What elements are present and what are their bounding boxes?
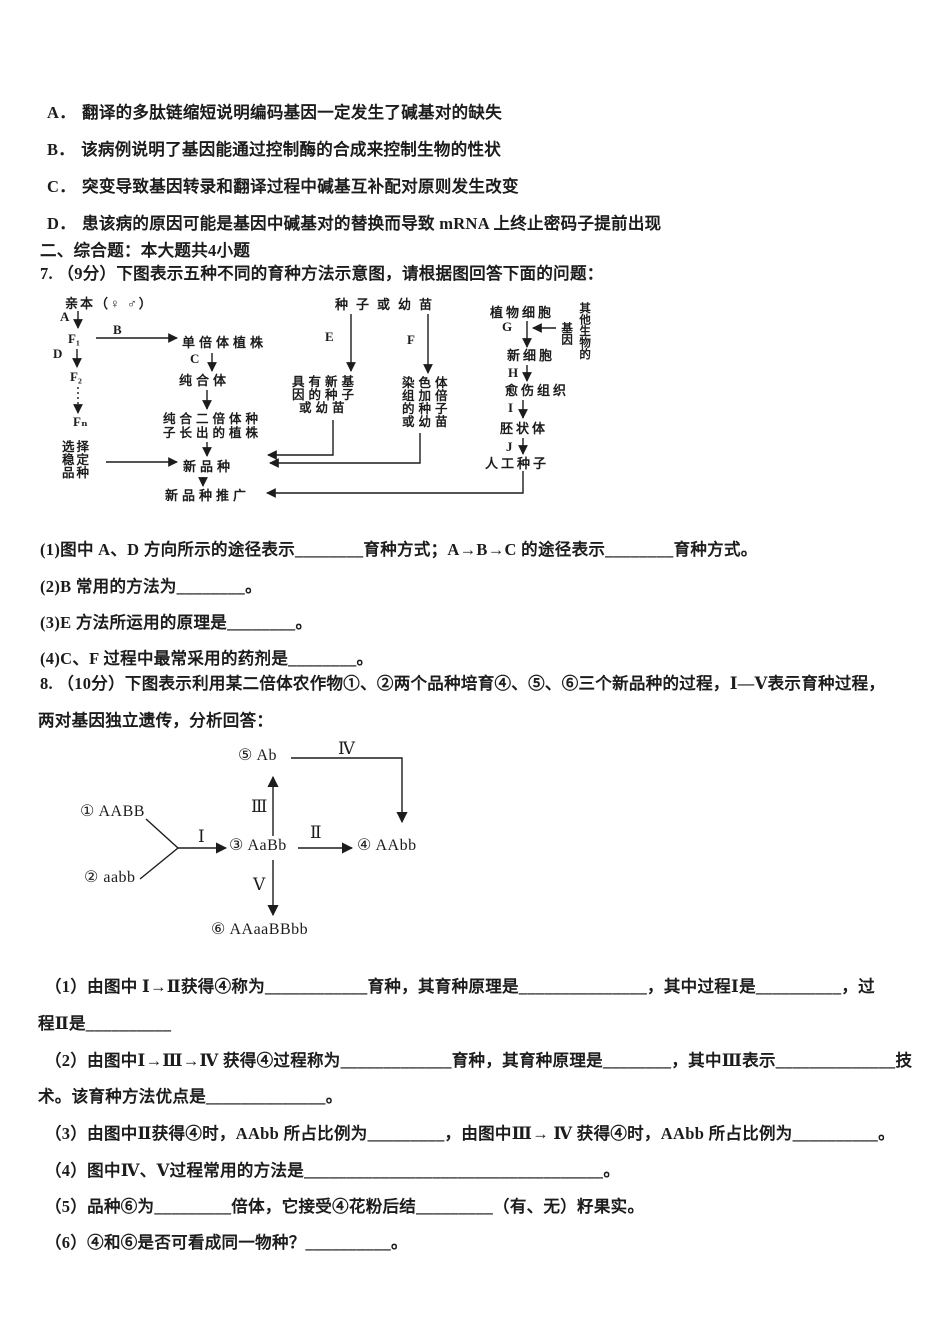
node-doubled-line4: 或幼苗 [402, 415, 452, 429]
option-d-label: D． [47, 214, 77, 233]
node-gene: 基因 [560, 322, 573, 345]
q8-line-3: （2）由图中Ⅰ→Ⅲ→Ⅳ 获得④过程称为_____________育种，其育种原理… [45, 1051, 913, 1070]
q7-blank-4: (4)C、F 过程中最常采用的药剂是________。 [40, 649, 374, 668]
q8-line-6: （4）图中Ⅳ、Ⅴ过程常用的方法是________________________… [45, 1161, 621, 1180]
q8-diagram-arrows [139, 757, 408, 917]
node-artificial-seed: 人工种子 [485, 456, 550, 471]
node-new-gene-line2: 因的种子 [292, 388, 359, 402]
q8-line-5: （3）由图中Ⅱ获得④时，AAbb 所占比例为_________，由图中Ⅲ→ Ⅳ … [45, 1124, 895, 1143]
node-select-line3: 品种 [62, 466, 92, 480]
node-promotion: 新品种推广 [165, 488, 251, 503]
node-new-gene-line3: 或幼苗 [299, 401, 349, 415]
q8-breeding-diagram: ⑤ Ab Ⅳ ① AABB ② aabb Ⅰ ③ AaBb Ⅱ ④ AAbb Ⅲ… [60, 740, 480, 950]
path-label-e: E [325, 329, 334, 344]
path-label-c: C [190, 351, 200, 366]
q8-line-7: （5）品种⑥为_________倍体，它接受④花粉后结_________（有、无… [45, 1197, 645, 1216]
path-label-b: B [113, 322, 122, 337]
option-b-text: 该病例说明了基因能通过控制酶的合成来控制生物的性状 [81, 140, 502, 159]
q7-blank-2: (2)B 常用的方法为________。 [40, 577, 262, 596]
node-select-line1: 选择 [62, 440, 92, 454]
process-iii: Ⅲ [251, 797, 268, 816]
node-fn: Fₙ [73, 414, 88, 429]
option-b-label: B． [47, 140, 76, 159]
path-label-h: H [508, 365, 519, 380]
q8-line-8: （6）④和⑥是否可看成同一物种？__________。 [45, 1233, 408, 1252]
option-d: D． 患该病的原因可能是基因中碱基对的替换而导致 mRNA 上终止密码子提前出现 [47, 210, 661, 234]
node-callus: 愈伤组织 [505, 383, 570, 398]
section-header: 二、综合题：本大题共4小题 [40, 241, 251, 260]
node-2-aabb-rec: ② aabb [84, 869, 136, 886]
path-label-a: A [60, 309, 70, 324]
option-a: A． 翻译的多肽链缩短说明编码基因一定发生了碱基对的缺失 [47, 99, 502, 123]
option-a-label: A． [47, 103, 77, 122]
q8-stem-line2: 两对基因独立遗传，分析回答： [38, 711, 274, 730]
path-label-i: I [508, 400, 514, 415]
process-iv: Ⅳ [338, 739, 355, 758]
node-select-line2: 稳定 [62, 453, 92, 467]
node-4-aabb-new: ④ AAbb [357, 837, 417, 854]
path-label-j: J [506, 439, 513, 454]
node-doubled-line3: 的种子 [402, 402, 452, 416]
node-pure-diploid-line1: 纯合二倍体种 [163, 412, 263, 426]
q8-line-1: （1）由图中 Ⅰ→Ⅱ获得④称为____________育种，其育种原理是____… [45, 977, 875, 996]
node-doubled-line1: 染色体 [402, 376, 452, 390]
node-other-organism: 其他生物的 [578, 302, 591, 360]
q8-stem-line1: 8. （10分）下图表示利用某二倍体农作物①、②两个品种培育④、⑤、⑥三个新品种… [40, 674, 886, 693]
node-homozygote: 纯合体 [179, 373, 231, 388]
path-label-d: D [53, 346, 63, 361]
option-b: B． 该病例说明了基因能通过控制酶的合成来控制生物的性状 [47, 136, 501, 160]
process-ii: Ⅱ [310, 823, 322, 842]
node-6-aaaabbbb: ⑥ AAaaBBbb [211, 921, 309, 938]
q7-blank-1: (1)图中 A、D 方向所示的途径表示________育种方式；A→B→C 的途… [40, 540, 758, 559]
node-new-cell: 新细胞 [507, 348, 556, 363]
node-1-aabb-dom: ① AABB [80, 803, 145, 820]
node-haploid: 单倍体植株 [182, 335, 268, 350]
node-pure-diploid-line2: 子长出的植株 [163, 426, 263, 440]
process-i: Ⅰ [198, 827, 205, 846]
q7-stem: 7. （9分）下图表示五种不同的育种方法示意图，请根据图回答下面的问题： [40, 264, 604, 283]
node-doubled-line2: 组加倍 [402, 389, 452, 403]
node-parent: 亲本（♀ ♂） [65, 296, 154, 311]
node-3-aabb-hybrid: ③ AaBb [229, 837, 287, 854]
path-label-f: F [407, 332, 415, 347]
node-new-variety: 新品种 [183, 459, 235, 474]
q8-line-2: 程Ⅱ是__________ [38, 1014, 172, 1033]
q7-blank-3: (3)E 方法所运用的原理是________。 [40, 613, 313, 632]
option-d-text: 患该病的原因可能是基因中碱基对的替换而导致 mRNA 上终止密码子提前出现 [82, 214, 662, 233]
q7-breeding-diagram: 亲本（♀ ♂） A F₁ B D F₂ Fₙ 单倍体植株 C 纯合体 纯合二倍体… [40, 292, 600, 514]
node-embryoid: 胚状体 [500, 421, 549, 436]
option-c-label: C． [47, 177, 77, 196]
option-c-text: 突变导致基因转录和翻译过程中碱基互补配对原则发生改变 [82, 177, 519, 196]
node-plant-cell: 植物细胞 [490, 305, 555, 320]
q8-line-4: 术。该育种方法优点是______________。 [38, 1087, 343, 1106]
node-f1: F₁ [68, 331, 80, 346]
process-v: Ⅴ [253, 875, 266, 894]
q7-diagram-arrows [72, 311, 556, 498]
node-seed-or-seedling: 种子或幼苗 [335, 297, 441, 312]
option-a-text: 翻译的多肽链缩短说明编码基因一定发生了碱基对的缺失 [82, 103, 503, 122]
node-f2: F₂ [70, 369, 82, 384]
path-label-g: G [502, 319, 513, 334]
option-c: C． 突变导致基因转录和翻译过程中碱基互补配对原则发生改变 [47, 173, 519, 197]
node-new-gene-line1: 具有新基 [292, 375, 359, 389]
node-5-ab: ⑤ Ab [238, 747, 278, 764]
